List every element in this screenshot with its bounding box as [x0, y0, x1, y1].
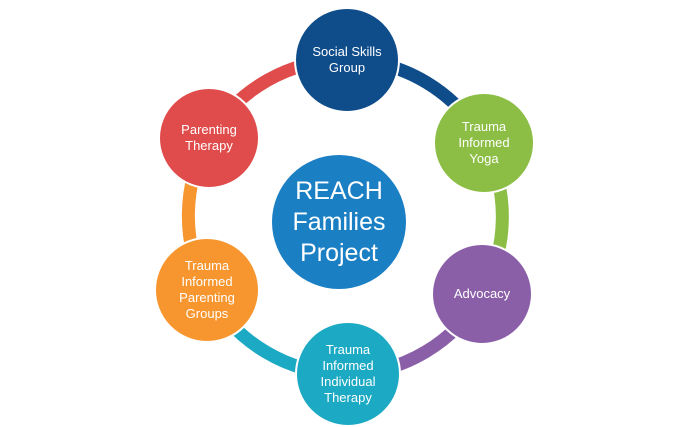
node-label-line: Groups [185, 306, 229, 321]
node-advocacy: Advocacy [431, 243, 533, 345]
node-label-line: Advocacy [453, 286, 511, 301]
node-label: Parenting Therapy [175, 122, 243, 154]
node-label-line: Trauma [184, 258, 230, 273]
center-label-line: Project [300, 238, 378, 267]
node-label-line: Parenting [179, 290, 235, 305]
node-social-skills-group: Social Skills Group [294, 7, 400, 113]
node-trauma-informed-individual-therapy: Trauma Informed Individual Therapy [295, 321, 401, 427]
node-label-line: Trauma [461, 119, 507, 134]
node-trauma-informed-parenting-groups: Trauma Informed Parenting Groups [154, 237, 260, 343]
node-label: Trauma Informed Individual Therapy [315, 342, 382, 406]
node-label-line: Social Skills [312, 44, 382, 59]
node-label-line: Trauma [325, 342, 371, 357]
node-label-line: Parenting [181, 122, 237, 137]
node-label-line: Informed [458, 135, 510, 150]
center-hub-label: REACH Families Project [286, 176, 391, 269]
node-label-line: Informed [322, 358, 374, 373]
center-label-line: REACH [295, 176, 383, 205]
node-trauma-informed-yoga: Trauma Informed Yoga [433, 92, 535, 194]
node-label-line: Therapy [324, 390, 372, 405]
node-label: Trauma Informed Yoga [452, 119, 515, 167]
node-label: Advocacy [448, 286, 516, 302]
node-label-line: Individual [320, 374, 376, 389]
node-label-line: Therapy [185, 138, 233, 153]
node-label-line: Yoga [469, 151, 499, 166]
node-parenting-therapy: Parenting Therapy [158, 87, 260, 189]
center-label-line: Families [292, 207, 386, 236]
node-label-line: Informed [181, 274, 233, 289]
center-hub-reach-families-project: REACH Families Project [272, 155, 406, 289]
node-label: Social Skills Group [306, 44, 387, 76]
node-label-line: Group [328, 60, 366, 75]
node-label: Trauma Informed Parenting Groups [173, 258, 241, 322]
